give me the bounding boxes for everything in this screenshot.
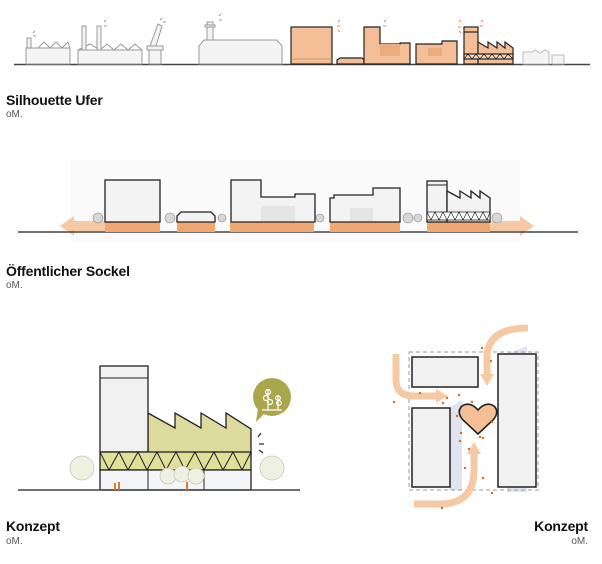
right-arrow-icon [490,216,534,236]
sockel-building-2 [176,211,216,223]
existing-warehouse [198,21,283,65]
greenery-bubble-icon [253,378,291,422]
section-title: Konzept [534,518,588,534]
section-title: Silhouette Ufer [6,92,103,108]
flow-arrows [392,324,529,508]
left-arrow-icon [60,216,112,236]
silhouette-drawing [14,13,590,66]
section-title: Öffentlicher Sockel [6,263,130,279]
section-title: Konzept [6,518,60,534]
new-building-1 [290,26,333,65]
konzept-section-panel: Konzept oM. [0,340,320,564]
sockel-panel: Öffentlicher Sockel oM. [0,150,602,300]
people-icons [114,482,188,490]
konzept-plan-panel: Konzept oM. [370,320,602,564]
spark-lines-icon [257,432,264,454]
public-plinth [105,222,490,232]
sockel-drawing [18,160,578,242]
section-subtitle: oM. [571,536,588,547]
new-building-3 [363,26,411,65]
new-building-4 [415,40,458,65]
tree-icons [69,455,285,485]
existing-crane [146,23,164,65]
plan-building-right [497,353,537,488]
new-factory [463,26,514,65]
tree-icons [92,212,503,224]
section-subtitle: oM. [6,109,23,120]
sockel-building-4 [329,187,401,223]
green-hall [147,411,252,456]
plan-building-left [411,407,451,488]
silhouette-panel: Silhouette Ufer oM. [0,0,602,130]
konzept-section-drawing [18,365,300,491]
sockel-building-1 [104,179,161,223]
existing-factory-2 [77,25,143,65]
new-building-2 [336,57,365,65]
tower [99,365,149,453]
existing-factory-1 [25,37,71,65]
existing-building-right [522,49,565,65]
section-subtitle: oM. [6,280,23,291]
people-dots [392,346,494,510]
plan-building-top [411,356,479,388]
grey-sparkle-icons [32,13,222,37]
konzept-plan-drawing [392,324,539,510]
section-subtitle: oM. [6,536,23,547]
sparkle-icons [337,19,484,34]
truss-band [426,211,491,221]
heart-icon [458,403,498,436]
arrowheads [436,374,494,454]
